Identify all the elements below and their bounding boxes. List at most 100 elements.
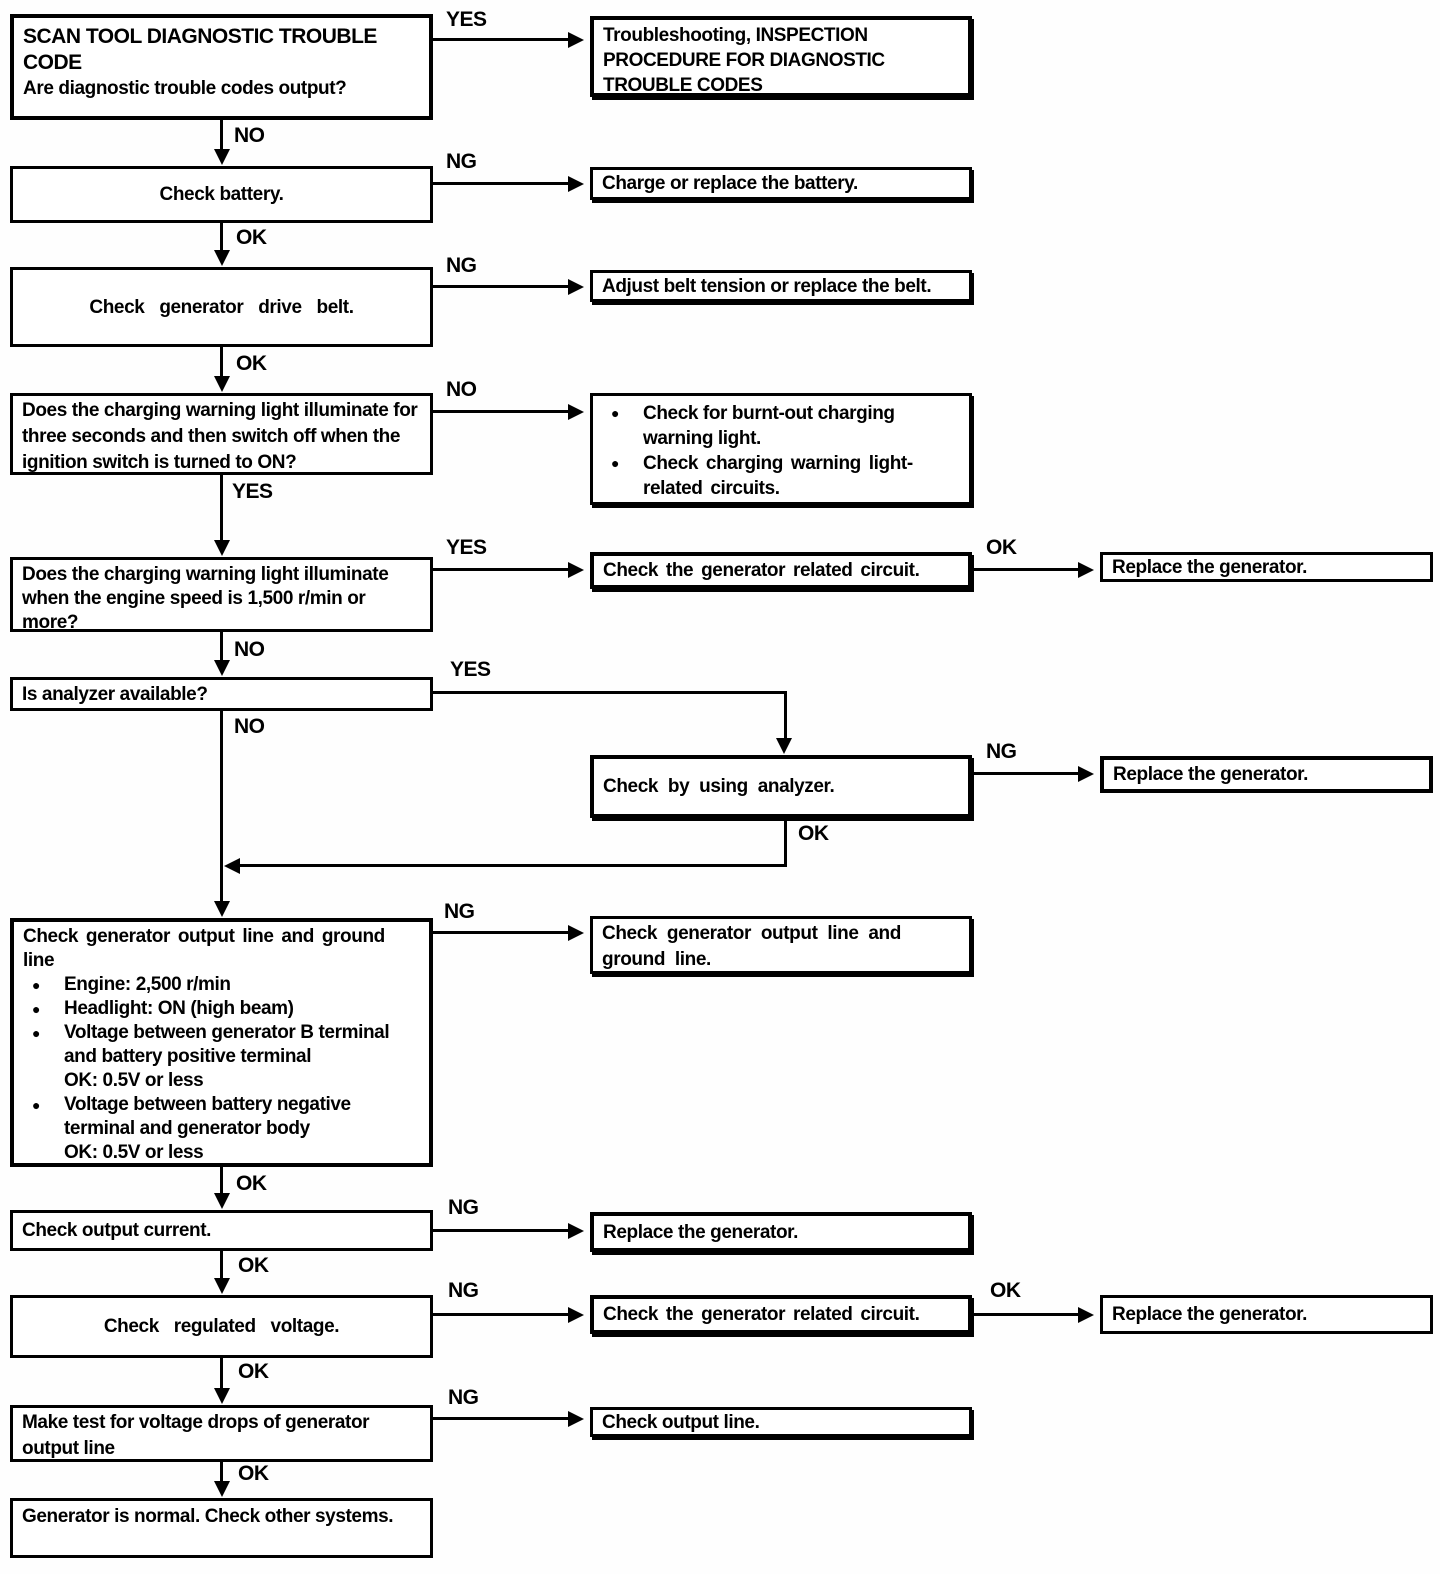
connector-line bbox=[433, 691, 787, 694]
arrowhead-down-icon bbox=[214, 376, 230, 392]
arrowhead-down-icon bbox=[214, 901, 230, 917]
bullet-icon: ● bbox=[32, 1025, 41, 1041]
connector-line bbox=[972, 1313, 1080, 1316]
connector-label-ok: OK bbox=[236, 352, 267, 375]
connector-line bbox=[220, 632, 223, 661]
connector-line bbox=[433, 410, 572, 413]
connector-label-ng: NG bbox=[446, 254, 477, 277]
node-check-by-analyzer: Check by using analyzer. bbox=[590, 755, 972, 818]
connector-line bbox=[220, 120, 223, 152]
node-check-battery: Check battery. bbox=[10, 166, 433, 223]
node-question: Are diagnostic trouble codes output? bbox=[23, 78, 347, 99]
node-title: Check generator output line and ground l… bbox=[23, 926, 385, 971]
node-check-drive-belt: Check generator drive belt. bbox=[10, 267, 433, 347]
node-warning-light-checks: ● Check for burnt-out charging warning l… bbox=[590, 393, 972, 505]
node-check-regulated-voltage: Check regulated voltage. bbox=[10, 1295, 433, 1358]
arrowhead-right-icon bbox=[568, 562, 584, 578]
connector-label-ng: NG bbox=[986, 740, 1017, 763]
arrowhead-right-icon bbox=[568, 1411, 584, 1427]
ok-spec-value: 0.5V or less bbox=[102, 1142, 204, 1163]
connector-line bbox=[220, 475, 223, 541]
node-replace-generator-3: Replace the generator. bbox=[590, 1212, 972, 1252]
connector-label-no: NO bbox=[446, 378, 477, 401]
arrowhead-right-icon bbox=[1078, 1307, 1094, 1323]
node-scan-tool-dtc: SCAN TOOL DIAGNOSTIC TROUBLE CODE Are di… bbox=[10, 14, 433, 120]
node-check-related-circuit-2: Check the generator related circuit. bbox=[590, 1295, 972, 1334]
arrowhead-down-icon bbox=[214, 660, 230, 676]
node-adjust-belt-tension: Adjust belt tension or replace the belt. bbox=[590, 270, 972, 302]
arrowhead-down-icon bbox=[214, 1193, 230, 1209]
arrowhead-down-icon bbox=[214, 540, 230, 556]
arrowhead-right-icon bbox=[1078, 562, 1094, 578]
connector-line bbox=[972, 772, 1080, 775]
connector-line bbox=[972, 568, 1080, 571]
connector-line bbox=[433, 1417, 572, 1420]
connector-label-ok: OK bbox=[990, 1279, 1021, 1302]
connector-label-ng: NG bbox=[444, 900, 475, 923]
connector-label-no: NO bbox=[234, 638, 265, 661]
node-replace-generator-1: Replace the generator. bbox=[1100, 552, 1433, 582]
bullet-icon: ● bbox=[32, 1001, 41, 1017]
connector-label-ok: OK bbox=[236, 1172, 267, 1195]
connector-label-ng: NG bbox=[446, 150, 477, 173]
connector-label-ng: NG bbox=[448, 1279, 479, 1302]
connector-line bbox=[433, 1229, 572, 1232]
connector-label-no: NO bbox=[234, 715, 265, 738]
ok-spec-label: OK: bbox=[64, 1142, 98, 1163]
bullet-item: ● Engine: 2,500 r/min bbox=[20, 973, 423, 997]
connector-label-yes: YES bbox=[446, 8, 487, 31]
arrowhead-down-icon bbox=[214, 1388, 230, 1404]
connector-label-ng: NG bbox=[448, 1386, 479, 1409]
connector-label-yes: YES bbox=[450, 658, 491, 681]
node-check-output-ground-line: Check generator output line and ground l… bbox=[10, 918, 433, 1167]
arrowhead-right-icon bbox=[568, 279, 584, 295]
connector-line bbox=[433, 182, 572, 185]
node-check-output-line: Check output line. bbox=[590, 1407, 972, 1437]
ok-spec-value: 0.5V or less bbox=[102, 1070, 204, 1091]
bullet-item: ● Check for burnt-out charging warning l… bbox=[599, 401, 963, 451]
arrowhead-right-icon bbox=[568, 1223, 584, 1239]
ok-spec-label: OK: bbox=[64, 1070, 98, 1091]
arrowhead-right-icon bbox=[568, 1307, 584, 1323]
node-analyzer-available-question: Is analyzer available? bbox=[10, 677, 433, 711]
node-warning-light-1500-question: Does the charging warning light illumina… bbox=[10, 557, 433, 633]
connector-label-ok: OK bbox=[986, 536, 1017, 559]
connector-line bbox=[220, 1167, 223, 1194]
node-charge-replace-battery: Charge or replace the battery. bbox=[590, 167, 972, 200]
connector-label-yes: YES bbox=[232, 480, 273, 503]
arrowhead-down-icon bbox=[776, 738, 792, 754]
connector-label-ok: OK bbox=[238, 1254, 269, 1277]
connector-line bbox=[433, 38, 572, 41]
arrowhead-down-icon bbox=[214, 1278, 230, 1294]
connector-line bbox=[784, 691, 787, 741]
arrowhead-right-icon bbox=[568, 404, 584, 420]
connector-line bbox=[240, 864, 787, 867]
connector-line bbox=[220, 711, 223, 901]
arrowhead-right-icon bbox=[568, 176, 584, 192]
arrowhead-down-icon bbox=[214, 250, 230, 266]
connector-line bbox=[433, 285, 572, 288]
connector-line bbox=[433, 1313, 572, 1316]
node-voltage-drop-test: Make test for voltage drops of generator… bbox=[10, 1405, 433, 1462]
node-replace-generator-4: Replace the generator. bbox=[1100, 1295, 1433, 1334]
connector-label-no: NO bbox=[234, 124, 265, 147]
connector-label-ok: OK bbox=[238, 1360, 269, 1383]
connector-line bbox=[220, 1251, 223, 1279]
connector-line bbox=[784, 818, 787, 867]
bullet-icon: ● bbox=[611, 455, 620, 471]
node-check-output-current: Check output current. bbox=[10, 1210, 433, 1251]
connector-label-ok: OK bbox=[798, 822, 829, 845]
arrowhead-right-icon bbox=[568, 32, 584, 48]
connector-line bbox=[433, 931, 572, 934]
arrowhead-left-icon bbox=[224, 858, 240, 874]
bullet-icon: ● bbox=[32, 977, 41, 993]
node-generator-normal: Generator is normal. Check other systems… bbox=[10, 1498, 433, 1558]
arrowhead-down-icon bbox=[214, 149, 230, 165]
bullet-icon: ● bbox=[32, 1097, 41, 1113]
bullet-item: ● Check charging warning light-related c… bbox=[599, 451, 963, 501]
node-dtc-inspection-procedure: Troubleshooting, INSPECTION PROCEDURE FO… bbox=[590, 16, 972, 97]
connector-label-ok: OK bbox=[236, 226, 267, 249]
arrowhead-right-icon bbox=[1078, 766, 1094, 782]
connector-line bbox=[220, 347, 223, 377]
